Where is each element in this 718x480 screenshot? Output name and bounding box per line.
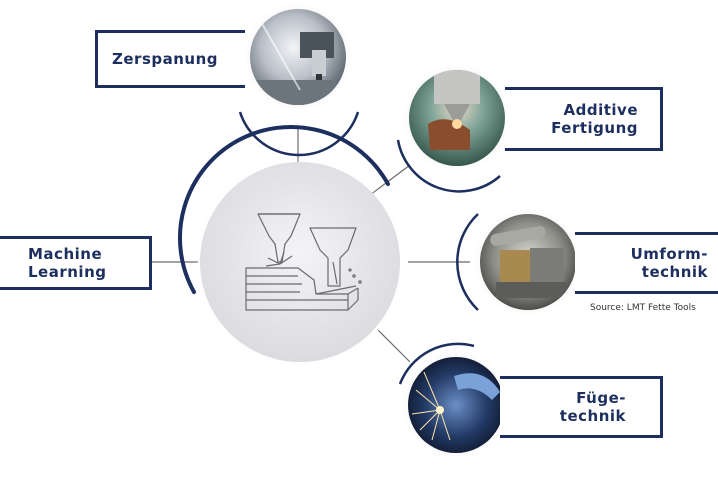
node-zerspanung: [238, 1, 360, 157]
label-additive-line-1: Additive: [563, 101, 638, 119]
machining-spindle-icon: [245, 213, 362, 311]
label-zerspanung-line-1: Zerspanung: [112, 50, 219, 68]
connector-fuege: [377, 329, 411, 363]
label-additive-line-2: Fertigung: [551, 119, 638, 137]
label-fuege: Füge- technik: [500, 376, 663, 438]
label-fuege-line-1: Füge-: [576, 389, 626, 407]
label-ml-line-1: Machine: [28, 245, 103, 263]
node-umform: [456, 206, 584, 318]
node-additive: [396, 62, 513, 193]
node-arc: [456, 213, 479, 311]
center-circle: [200, 162, 400, 362]
label-ml: Machine Learning: [0, 236, 152, 290]
label-umform: Umform- technik: [575, 232, 718, 294]
node-arc: [398, 342, 475, 385]
node-arc: [238, 111, 360, 157]
label-zerspanung: Zerspanung: [95, 30, 245, 88]
label-ml-line-2: Learning: [28, 263, 107, 281]
center-node: [178, 125, 408, 370]
label-fuege-line-2: technik: [559, 407, 626, 425]
source-caption: Source: LMT Fette Tools: [590, 303, 696, 313]
center-arc: [178, 125, 390, 294]
node-arc: [396, 139, 501, 193]
label-additive: Additive Fertigung: [505, 87, 663, 151]
welding-sparks-photo: [408, 357, 504, 453]
label-umform-line-1: Umform-: [630, 245, 708, 263]
node-fuege: [398, 342, 512, 461]
label-umform-line-2: technik: [641, 263, 708, 281]
